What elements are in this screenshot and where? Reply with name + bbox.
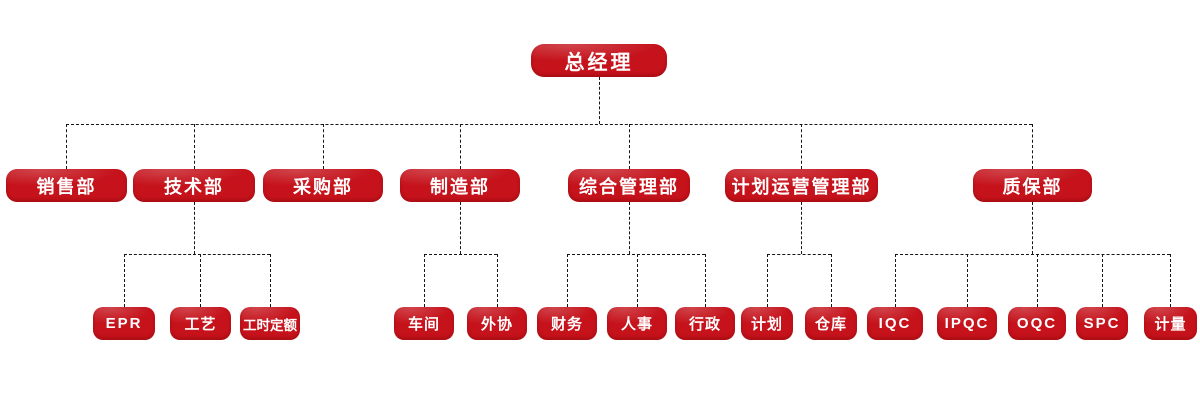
org-node-oqc: OQC xyxy=(1008,307,1066,340)
connector-admin-stem xyxy=(629,202,630,254)
org-node-iqc: IQC xyxy=(867,307,923,340)
connector-drop-qa xyxy=(1032,124,1033,169)
org-node-qa: 质保部 xyxy=(973,169,1092,202)
org-node-planning: 计划 xyxy=(741,307,793,340)
connector-drop-metrology xyxy=(1170,254,1171,307)
connector-drop-craft xyxy=(200,254,201,307)
org-node-purchase: 采购部 xyxy=(263,169,383,202)
connector-qa-bus xyxy=(895,254,1170,255)
connector-drop-outsourcing xyxy=(497,254,498,307)
connector-tech-bus xyxy=(124,254,270,255)
connector-drop-oqc xyxy=(1037,254,1038,307)
connector-level1-bus xyxy=(66,124,1032,125)
org-node-hr: 人事 xyxy=(607,307,667,340)
org-node-workshop: 车间 xyxy=(394,307,454,340)
connector-qa-stem xyxy=(1032,202,1033,254)
connector-mfg-bus xyxy=(424,254,497,255)
connector-drop-admin xyxy=(629,124,630,169)
org-node-ipqc: IPQC xyxy=(937,307,997,340)
org-node-general-manager: 总经理 xyxy=(531,44,667,77)
org-node-sales: 销售部 xyxy=(6,169,127,202)
org-node-planops: 计划运营管理部 xyxy=(725,169,878,202)
org-node-finance: 财务 xyxy=(537,307,597,340)
connector-root-drop xyxy=(599,77,600,124)
connector-drop-sales xyxy=(66,124,67,169)
org-node-epr: EPR xyxy=(93,307,155,340)
connector-drop-hr xyxy=(637,254,638,307)
org-node-outsourcing: 外协 xyxy=(467,307,527,340)
connector-drop-finance xyxy=(567,254,568,307)
connector-drop-iqc xyxy=(895,254,896,307)
connector-drop-labor-quota xyxy=(270,254,271,307)
connector-planops-bus xyxy=(767,254,831,255)
connector-drop-tech xyxy=(194,124,195,169)
connector-drop-workshop xyxy=(424,254,425,307)
connector-drop-purchase xyxy=(323,124,324,169)
org-node-craft: 工艺 xyxy=(170,307,231,340)
org-node-tech: 技术部 xyxy=(133,169,255,202)
connector-drop-spc xyxy=(1102,254,1103,307)
connector-drop-administration xyxy=(705,254,706,307)
connector-planops-stem xyxy=(801,202,802,254)
connector-admin-bus xyxy=(567,254,705,255)
connector-mfg-stem xyxy=(460,202,461,254)
connector-tech-stem xyxy=(194,202,195,254)
org-node-warehouse: 仓库 xyxy=(805,307,857,340)
org-node-spc: SPC xyxy=(1076,307,1128,340)
org-node-mfg: 制造部 xyxy=(400,169,520,202)
connector-drop-planops xyxy=(801,124,802,169)
connector-drop-ipqc xyxy=(967,254,968,307)
connector-drop-epr xyxy=(124,254,125,307)
org-node-administration: 行政 xyxy=(675,307,735,340)
org-node-admin: 综合管理部 xyxy=(568,169,690,202)
org-node-metrology: 计量 xyxy=(1144,307,1197,340)
connector-drop-mfg xyxy=(460,124,461,169)
connector-drop-warehouse xyxy=(831,254,832,307)
org-node-labor-quota: 工时定额 xyxy=(240,307,300,340)
connector-drop-planning xyxy=(767,254,768,307)
